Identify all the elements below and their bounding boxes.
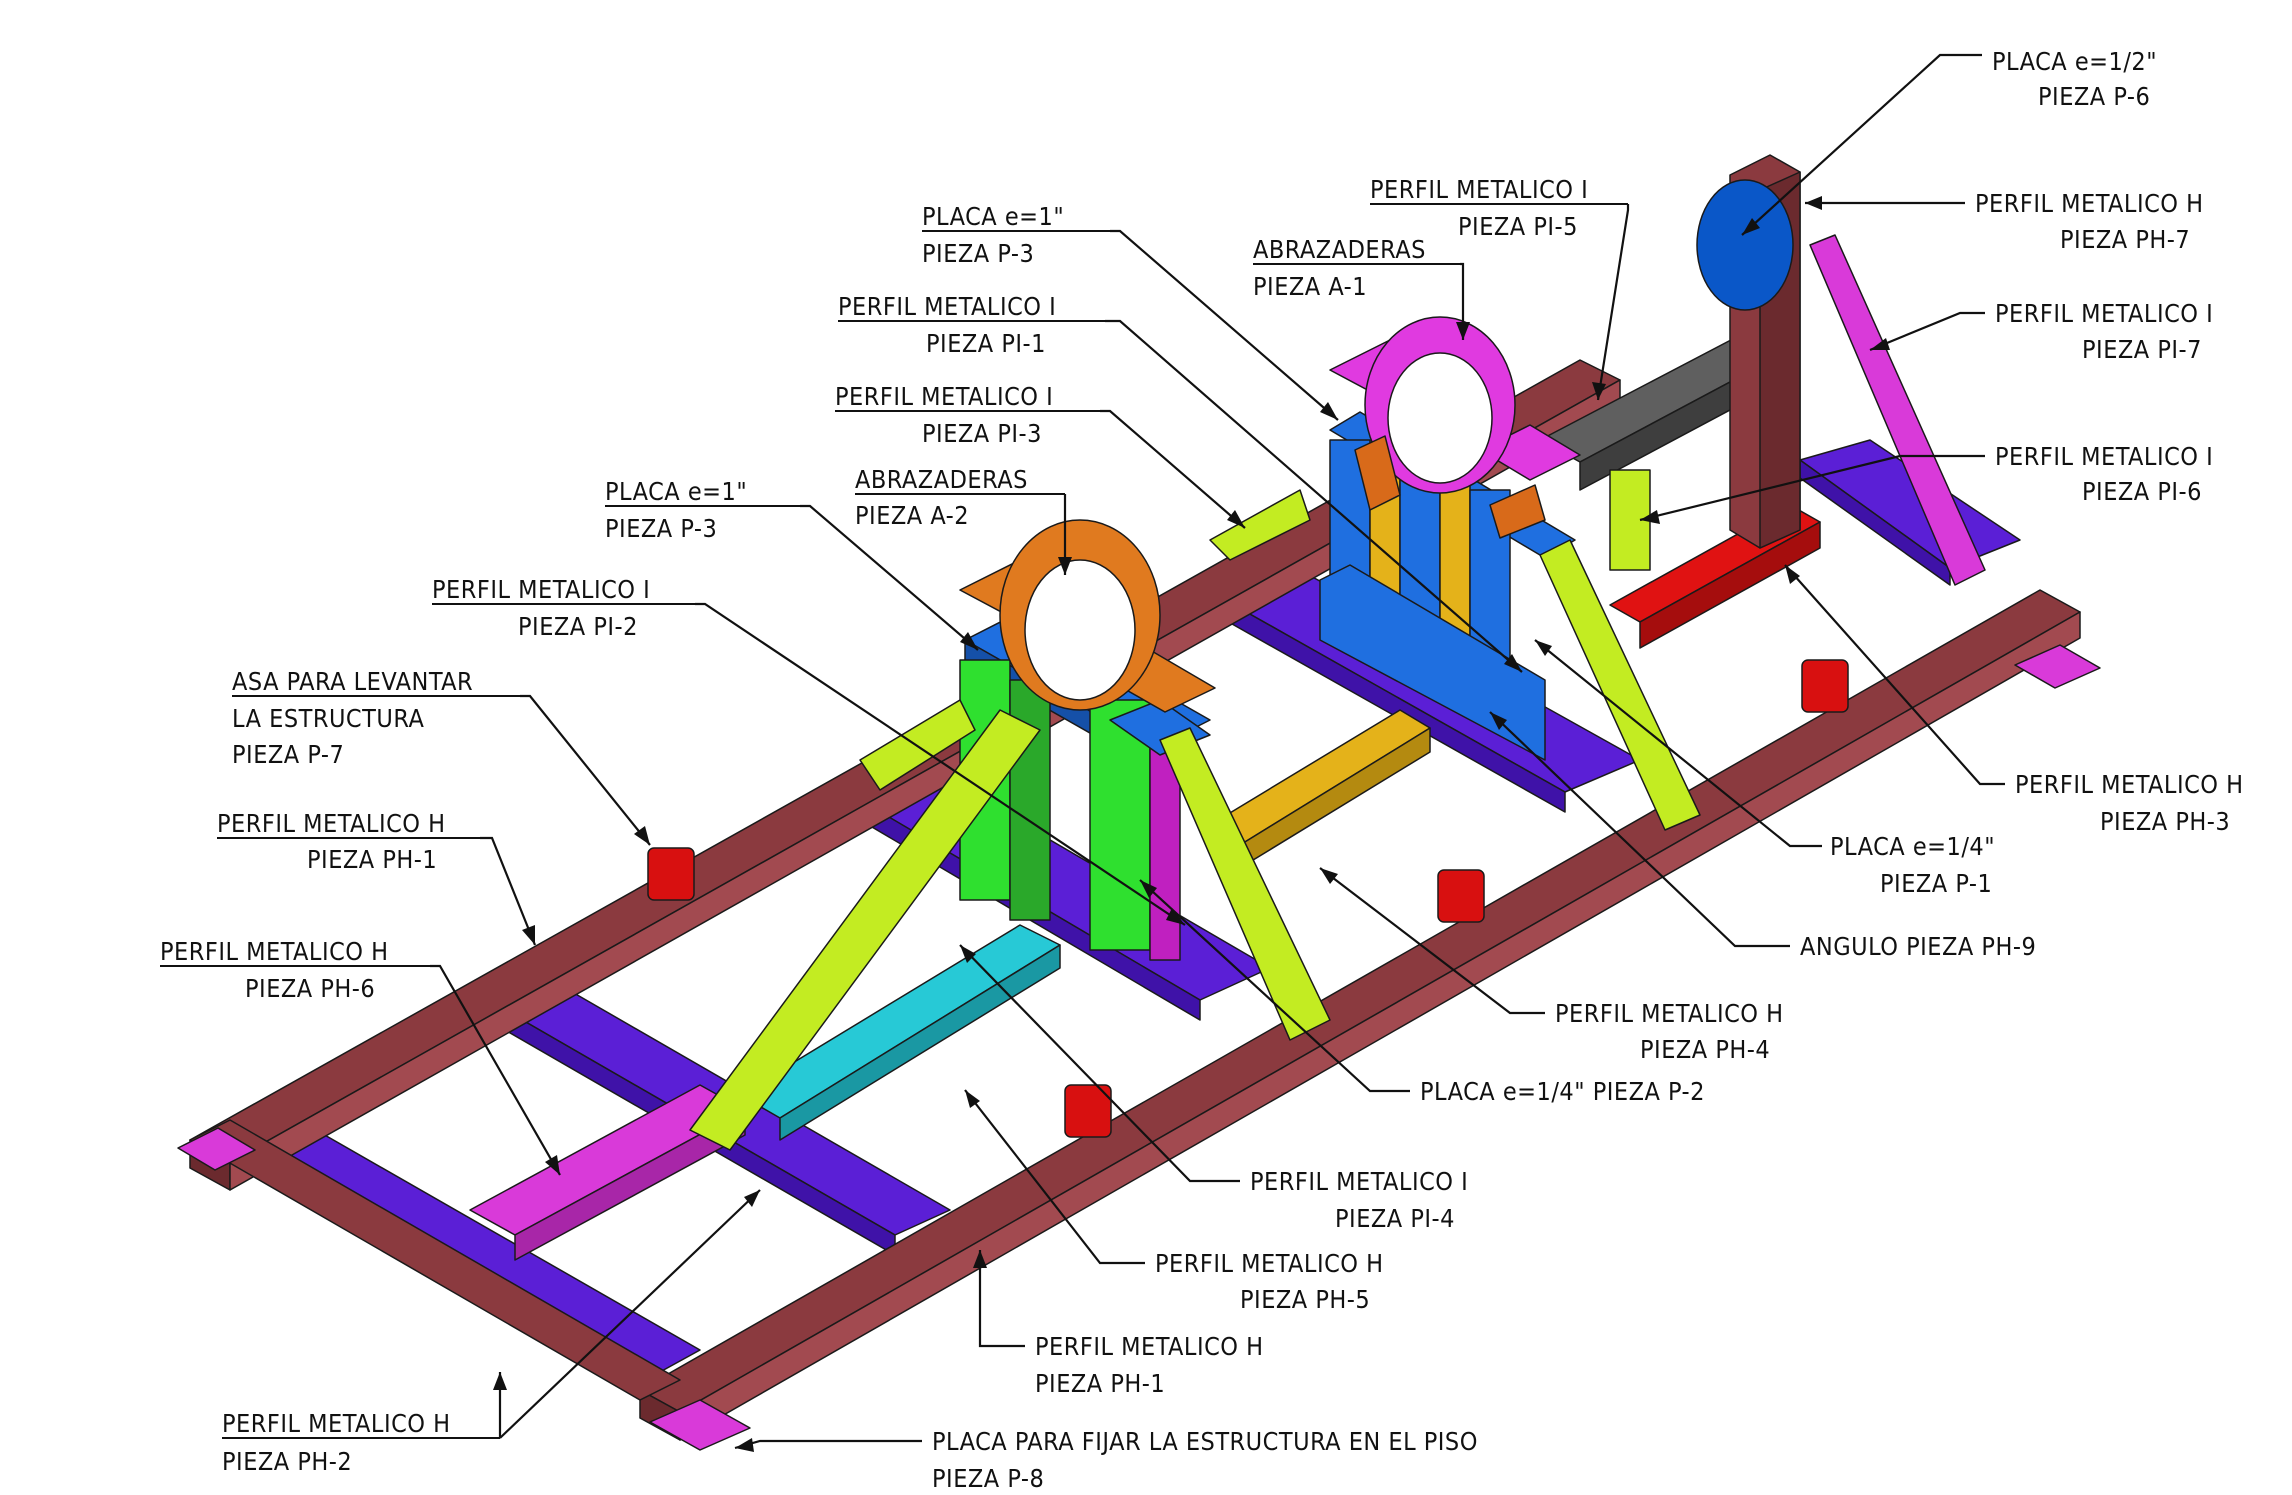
svg-text:PIEZA P-6: PIEZA P-6: [2038, 82, 2150, 111]
svg-text:PERFIL METALICO H: PERFIL METALICO H: [217, 809, 446, 838]
svg-text:PERFIL METALICO I: PERFIL METALICO I: [1995, 299, 2213, 328]
svg-text:PIEZA PH-4: PIEZA PH-4: [1640, 1035, 1770, 1064]
svg-text:PIEZA P-7: PIEZA P-7: [232, 740, 344, 769]
lifting-lugs-p7: [647, 659, 1849, 1138]
callout-pi1: PERFIL METALICO I PIEZA PI-1: [838, 292, 1523, 673]
diagonal-pi7-magenta: [1809, 234, 1986, 586]
diagonal-braces-lime: [689, 489, 1701, 1151]
svg-text:ABRAZADERAS: ABRAZADERAS: [855, 465, 1028, 494]
svg-text:ASA PARA LEVANTAR: ASA PARA LEVANTAR: [232, 667, 473, 696]
svg-text:LA ESTRUCTURA: LA ESTRUCTURA: [232, 704, 424, 733]
svg-text:PIEZA PI-5: PIEZA PI-5: [1458, 212, 1578, 241]
svg-text:PIEZA PH-1: PIEZA PH-1: [307, 845, 437, 874]
svg-text:PERFIL METALICO H: PERFIL METALICO H: [1555, 999, 1784, 1028]
callout-a2: ABRAZADERAS PIEZA A-2: [855, 465, 1072, 575]
floor-plates-p8: [177, 644, 2101, 1451]
callout-ph6: PERFIL METALICO H PIEZA PH-6: [160, 937, 561, 1176]
svg-text:ABRAZADERAS: ABRAZADERAS: [1253, 235, 1426, 264]
svg-text:PERFIL METALICO I: PERFIL METALICO I: [835, 382, 1053, 411]
svg-text:PERFIL METALICO H: PERFIL METALICO H: [1975, 189, 2204, 218]
callout-ph7: PERFIL METALICO H PIEZA PH-7: [1805, 189, 2204, 254]
svg-text:PERFIL METALICO H: PERFIL METALICO H: [1035, 1332, 1264, 1361]
svg-text:PLACA e=1": PLACA e=1": [605, 477, 747, 506]
svg-text:PIEZA P-3: PIEZA P-3: [922, 239, 1034, 268]
callout-pi4: PERFIL METALICO I PIEZA PI-4: [959, 944, 1468, 1233]
svg-text:PLACA e=1/4" PIEZA P-2: PLACA e=1/4" PIEZA P-2: [1420, 1077, 1705, 1106]
callout-ph5: PERFIL METALICO H PIEZA PH-5: [964, 1089, 1384, 1314]
callout-labels: PLACA e=1/2" PIEZA P-6 PERFIL METALICO H…: [160, 47, 2244, 1493]
callout-pi6: PERFIL METALICO I PIEZA PI-6: [1639, 442, 2213, 524]
svg-text:ANGULO PIEZA PH-9: ANGULO PIEZA PH-9: [1800, 932, 2036, 961]
svg-text:PIEZA PI-3: PIEZA PI-3: [922, 419, 1042, 448]
plate-p6-disc: [1696, 179, 1794, 311]
callout-ph1b: PERFIL METALICO H PIEZA PH-1: [973, 1250, 1264, 1398]
svg-text:PERFIL METALICO H: PERFIL METALICO H: [1155, 1249, 1384, 1278]
callout-p1: PLACA e=1/4" PIEZA P-1: [1534, 639, 1995, 898]
callout-pi5: PERFIL METALICO I PIEZA PI-5: [1370, 175, 1630, 401]
svg-text:PIEZA P-8: PIEZA P-8: [932, 1464, 1044, 1493]
svg-text:PIEZA PI-1: PIEZA PI-1: [926, 329, 1046, 358]
callout-pi7: PERFIL METALICO I PIEZA PI-7: [1869, 299, 2213, 364]
clamp-a1-magenta: [1329, 316, 1581, 539]
callout-p2: PLACA e=1/4" PIEZA P-2: [1139, 879, 1705, 1106]
callout-pi2: PERFIL METALICO I PIEZA PI-2: [432, 575, 1186, 926]
beam-ph6-magenta: [469, 1084, 746, 1261]
svg-text:PIEZA PI-7: PIEZA PI-7: [2082, 335, 2202, 364]
svg-text:PLACA e=1/4": PLACA e=1/4": [1830, 832, 1995, 861]
svg-text:PERFIL METALICO H: PERFIL METALICO H: [2015, 770, 2244, 799]
callout-ph3: PERFIL METALICO H PIEZA PH-3: [1784, 564, 2244, 836]
callout-p3a: PLACA e=1" PIEZA P-3: [922, 202, 1339, 421]
svg-text:PLACA PARA FIJAR LA ESTRUCTURA: PLACA PARA FIJAR LA ESTRUCTURA EN EL PIS…: [932, 1427, 1478, 1456]
svg-text:PIEZA PH-1: PIEZA PH-1: [1035, 1369, 1165, 1398]
svg-text:PERFIL METALICO H: PERFIL METALICO H: [160, 937, 389, 966]
svg-text:PIEZA PH-3: PIEZA PH-3: [2100, 807, 2230, 836]
svg-text:PERFIL METALICO H: PERFIL METALICO H: [222, 1409, 451, 1438]
callout-p3b: PLACA e=1" PIEZA P-3: [605, 477, 979, 651]
svg-text:PERFIL METALICO I: PERFIL METALICO I: [1370, 175, 1588, 204]
callout-pi3: PERFIL METALICO I PIEZA PI-3: [835, 382, 1246, 529]
svg-text:PIEZA PH-6: PIEZA PH-6: [245, 974, 375, 1003]
svg-text:PLACA e=1/2": PLACA e=1/2": [1992, 47, 2157, 76]
svg-text:PERFIL METALICO I: PERFIL METALICO I: [838, 292, 1056, 321]
svg-text:PIEZA P-1: PIEZA P-1: [1880, 869, 1992, 898]
clamp-a2-orange: [959, 519, 1216, 713]
svg-text:PIEZA PI-6: PIEZA PI-6: [2082, 477, 2202, 506]
svg-text:PIEZA PH-2: PIEZA PH-2: [222, 1447, 352, 1476]
beam-pi4-cyan: [739, 924, 1061, 1141]
svg-text:PERFIL METALICO I: PERFIL METALICO I: [1995, 442, 2213, 471]
callout-a1: ABRAZADERAS PIEZA A-1: [1253, 235, 1470, 340]
svg-text:PIEZA PH-7: PIEZA PH-7: [2060, 225, 2190, 254]
callout-p6: PLACA e=1/2" PIEZA P-6: [1741, 47, 2157, 236]
svg-text:PIEZA P-3: PIEZA P-3: [605, 514, 717, 543]
callout-ph4: PERFIL METALICO H PIEZA PH-4: [1319, 867, 1784, 1064]
svg-text:PERFIL METALICO I: PERFIL METALICO I: [432, 575, 650, 604]
svg-text:PIEZA A-1: PIEZA A-1: [1253, 272, 1367, 301]
svg-text:PLACA e=1": PLACA e=1": [922, 202, 1064, 231]
steel-structure: [177, 154, 2101, 1451]
callout-ph2: PERFIL METALICO H PIEZA PH-2: [222, 1189, 761, 1476]
callout-ph1a: PERFIL METALICO H PIEZA PH-1: [217, 809, 537, 946]
callout-p8: PLACA PARA FIJAR LA ESTRUCTURA EN EL PIS…: [734, 1427, 1478, 1493]
svg-text:PIEZA PI-4: PIEZA PI-4: [1335, 1204, 1455, 1233]
callout-ph9: ANGULO PIEZA PH-9: [1489, 711, 2036, 961]
front-transverse-brown: [189, 1119, 681, 1401]
svg-text:PERFIL METALICO I: PERFIL METALICO I: [1250, 1167, 1468, 1196]
svg-text:PIEZA PH-5: PIEZA PH-5: [1240, 1285, 1370, 1314]
svg-text:PIEZA PI-2: PIEZA PI-2: [518, 612, 638, 641]
callout-p7: ASA PARA LEVANTAR LA ESTRUCTURA PIEZA P-…: [232, 667, 651, 846]
svg-text:PIEZA A-2: PIEZA A-2: [855, 501, 969, 530]
